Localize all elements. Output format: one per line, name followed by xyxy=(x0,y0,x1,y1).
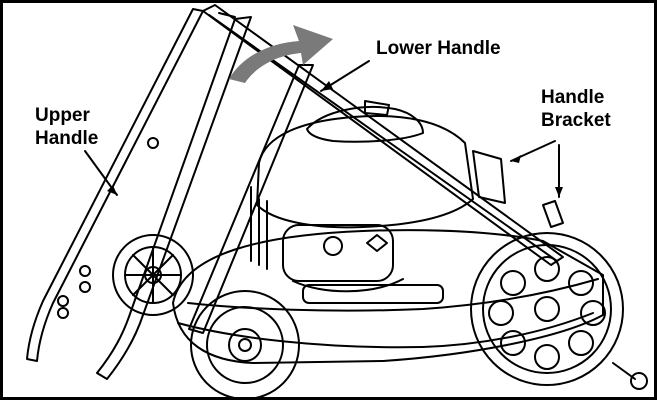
engine-vent xyxy=(323,236,343,256)
engine-shroud xyxy=(256,115,474,229)
handle-bracket-label: Handle Bracket xyxy=(541,86,611,132)
handle-bracket-label-line2: Bracket xyxy=(541,110,611,131)
handle-bracket-label-line1: Handle xyxy=(541,87,605,108)
fuel-tank xyxy=(282,224,394,282)
dipstick xyxy=(364,100,390,116)
upper-handle-left xyxy=(96,16,252,380)
upper-handle-label: Upper Handle xyxy=(35,104,98,150)
engine-base xyxy=(302,284,444,304)
rotation-arrow-icon xyxy=(229,25,333,83)
engine-fins xyxy=(250,186,268,270)
lower-handle-label: Lower Handle xyxy=(376,38,501,59)
fuel-tank-lip xyxy=(292,278,404,293)
handle-bracket-plate xyxy=(472,150,506,204)
upper-handle-rail xyxy=(188,64,314,334)
upper-handle-label-line1: Upper xyxy=(35,105,90,126)
upper-handle-crossbar xyxy=(218,12,236,18)
primer-diamond xyxy=(366,234,388,252)
handle-bracket-tab xyxy=(542,200,564,228)
lawn-mower-illustration xyxy=(26,4,648,397)
lower-handle xyxy=(202,4,564,266)
deck-skirt xyxy=(177,312,594,349)
rear-wheel-small xyxy=(112,234,194,316)
upper-handle-right xyxy=(26,8,204,362)
front-left-wheel xyxy=(190,290,300,397)
right-wheel xyxy=(470,232,624,386)
upper-handle-label-line2: Handle xyxy=(35,128,99,149)
